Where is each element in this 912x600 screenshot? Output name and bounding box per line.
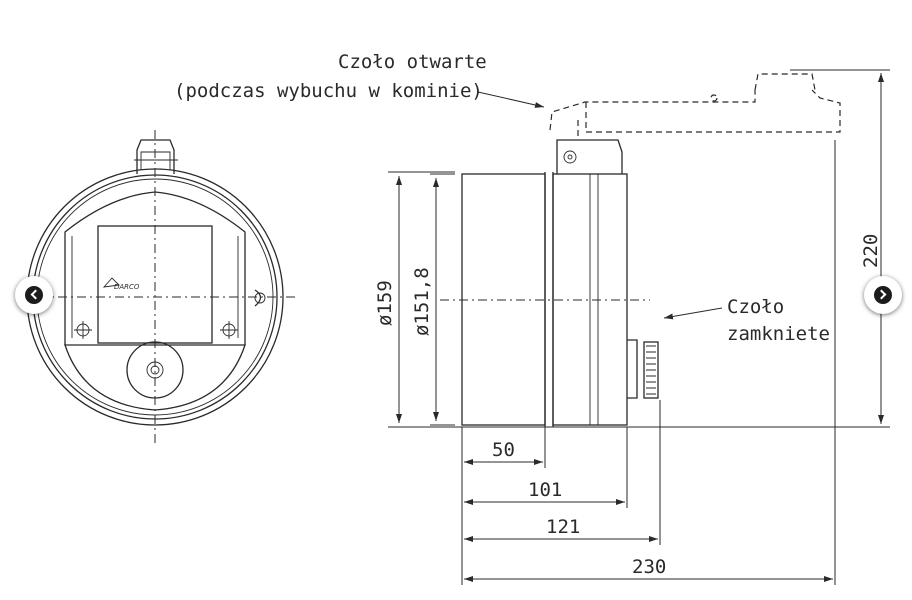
dim-inner-diameter: ø151,8 bbox=[411, 267, 433, 336]
dim-outer-diameter: ø159 bbox=[374, 280, 396, 326]
dim-length-230: 230 bbox=[632, 556, 666, 578]
open-front-label-line1: Czoło otwarte bbox=[338, 51, 487, 73]
dim-length-121: 121 bbox=[546, 516, 580, 538]
chevron-right-icon bbox=[874, 286, 892, 304]
logo-icon bbox=[102, 277, 120, 288]
dim-height: 220 bbox=[860, 234, 882, 268]
previous-image-button[interactable] bbox=[15, 276, 53, 314]
dim-length-50: 50 bbox=[492, 439, 515, 461]
dimension-lines bbox=[388, 69, 890, 585]
closed-front-label-line2: zamkniete bbox=[727, 323, 830, 345]
front-view: DARCO bbox=[20, 130, 298, 444]
dim-length-101: 101 bbox=[528, 479, 562, 501]
closed-front-label-line1: Czoło bbox=[727, 296, 784, 318]
side-view bbox=[440, 73, 841, 427]
open-front-label-line2: (podczas wybuchu w kominie) bbox=[174, 80, 483, 102]
next-image-button[interactable] bbox=[864, 276, 902, 314]
logo-text: DARCO bbox=[114, 283, 140, 291]
chevron-left-icon bbox=[25, 286, 43, 304]
